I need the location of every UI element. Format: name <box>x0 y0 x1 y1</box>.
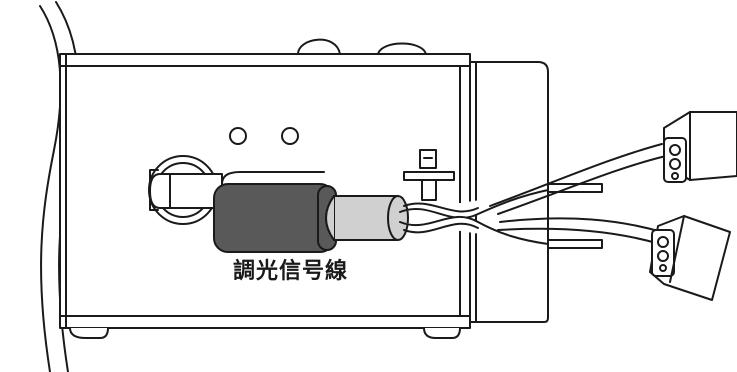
screw-holes-icon <box>229 127 299 145</box>
twisted-pair-wires-icon <box>399 183 603 249</box>
cable-sheath <box>325 195 409 241</box>
cable-tube <box>149 173 223 209</box>
device-housing <box>59 53 471 329</box>
ferrite-core-icon <box>213 171 337 253</box>
terminal-connector-lower-icon <box>649 215 731 301</box>
terminal-connector-upper-icon <box>663 111 737 183</box>
cable-tie-icon <box>403 149 455 201</box>
connector-leads <box>489 143 667 245</box>
housing-feet <box>69 327 461 339</box>
rear-box <box>469 61 549 323</box>
dimming-signal-line-label: 調光信号線 <box>233 259 349 284</box>
top-knobs <box>297 38 427 55</box>
